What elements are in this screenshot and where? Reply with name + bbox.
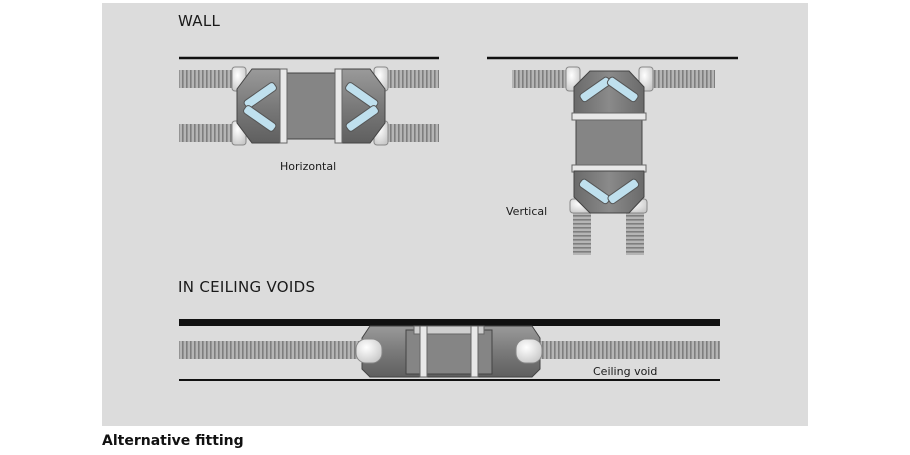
ceiling-void-label: Ceiling void bbox=[593, 365, 658, 378]
duct-connector-icon bbox=[355, 338, 543, 364]
wall-horizontal-illustration bbox=[179, 56, 439, 146]
flexible-duct-icon bbox=[179, 341, 720, 359]
wall-heading: WALL bbox=[178, 12, 221, 30]
ventilation-unit-icon bbox=[361, 325, 541, 378]
ceiling-voids-heading: IN CEILING VOIDS bbox=[178, 278, 316, 296]
vertical-label: Vertical bbox=[506, 205, 548, 218]
figure-caption: Alternative fitting bbox=[102, 433, 244, 449]
ceiling-void-illustration bbox=[179, 319, 720, 381]
ceiling-slab bbox=[179, 319, 720, 326]
wall-vertical-illustration bbox=[487, 56, 738, 255]
mounting-diagram bbox=[179, 56, 738, 381]
diagram-panel: WALL Horizontal Vertical IN CEILING VOID… bbox=[102, 3, 808, 426]
ventilation-unit-icon bbox=[236, 68, 386, 144]
flexible-duct-icon bbox=[512, 70, 715, 255]
flexible-duct-icon bbox=[179, 70, 439, 142]
horizontal-label: Horizontal bbox=[280, 160, 337, 173]
ventilation-unit-icon bbox=[571, 70, 647, 214]
